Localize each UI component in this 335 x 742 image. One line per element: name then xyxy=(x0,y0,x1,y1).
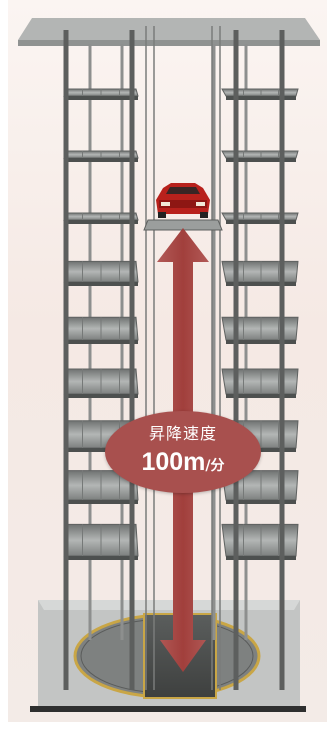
right-pallet xyxy=(221,150,299,162)
right-pallet xyxy=(221,316,299,344)
right-pallet-stack xyxy=(221,88,299,560)
left-pallet xyxy=(63,316,139,344)
left-pallet xyxy=(63,260,139,286)
right-pallet xyxy=(221,523,299,560)
left-pallet-stack xyxy=(63,88,139,560)
turntable-pit xyxy=(73,613,261,699)
lift-platform xyxy=(143,219,223,231)
speed-badge-unit: /分 xyxy=(205,458,225,474)
speed-badge: 昇降速度 100m/分 xyxy=(105,411,261,493)
car-icon xyxy=(156,183,210,218)
front-columns xyxy=(63,30,285,690)
lift-guide-rods xyxy=(145,26,221,690)
left-pallet xyxy=(63,523,139,560)
left-pallet xyxy=(63,368,139,398)
right-pallet xyxy=(221,88,299,100)
left-pallet xyxy=(63,88,139,100)
speed-badge-value-line: 100m/分 xyxy=(105,448,261,480)
speed-badge-value: 100m xyxy=(141,448,206,476)
right-pallet xyxy=(221,212,299,224)
right-pallet xyxy=(221,260,299,286)
left-pallet xyxy=(63,150,139,162)
speed-badge-title: 昇降速度 xyxy=(148,424,217,443)
right-pallet xyxy=(221,368,299,398)
left-pallet xyxy=(63,212,139,224)
roof-slab xyxy=(18,18,320,46)
